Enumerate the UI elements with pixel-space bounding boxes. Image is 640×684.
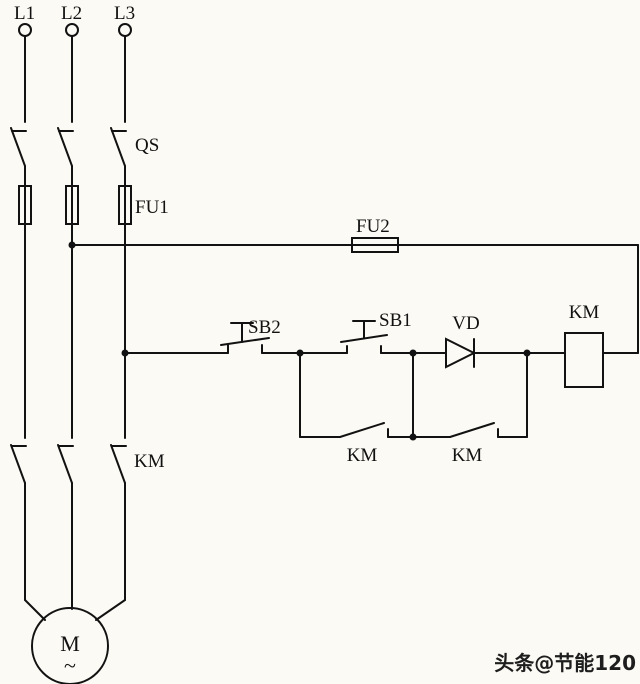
motor: M ~: [31, 607, 109, 684]
holding-branch: [299, 352, 528, 441]
label-qs: QS: [135, 135, 159, 156]
km-main-blade: [57, 444, 73, 484]
label-sb2: SB2: [248, 317, 281, 338]
phase-label-l1: L1: [14, 3, 35, 24]
terminal-l3: [118, 23, 132, 37]
label-sb1: SB1: [379, 310, 412, 331]
phase-l3: [95, 23, 132, 621]
motor-label: M: [60, 631, 80, 656]
label-fu1: FU1: [135, 197, 169, 218]
contact-blade: [339, 422, 385, 438]
contact-blade: [220, 337, 270, 346]
fuse-fu1-pole3: [118, 185, 132, 225]
terminal-l2: [65, 23, 79, 37]
stop-button-sb2: [220, 322, 270, 354]
label-km-aux1: KM: [347, 445, 378, 466]
phase-label-l2: L2: [61, 3, 82, 24]
contactor-coil-km: [564, 332, 604, 388]
motor-wave-symbol: ~: [64, 653, 76, 678]
wire-to-motor: [95, 599, 126, 621]
phase-l1: [10, 23, 46, 621]
labels: L1 L2 L3 QS FU1 FU2 SB2 SB1 VD KM KM KM …: [14, 3, 599, 472]
motor-circle: [31, 607, 109, 684]
km-main-blade: [110, 444, 126, 484]
label-km-aux2: KM: [452, 445, 483, 466]
label-fu2: FU2: [356, 216, 390, 237]
contact-blade: [449, 422, 495, 438]
label-vd: VD: [452, 313, 479, 334]
label-km-main: KM: [134, 451, 165, 472]
diode-triangle: [445, 337, 477, 369]
qs-blade: [57, 127, 73, 167]
label-km-coil: KM: [569, 302, 600, 323]
km-main-blade: [10, 444, 26, 484]
aux-contact-km-2: [449, 422, 499, 438]
terminal-l1: [18, 23, 32, 37]
fuse-fu1-pole2: [65, 185, 79, 225]
wire-to-motor: [24, 599, 46, 621]
phase-label-l3: L3: [114, 3, 135, 24]
phase-l2: [57, 23, 79, 610]
diode-vd: [445, 337, 477, 369]
qs-blade: [10, 127, 26, 167]
aux-contact-km-1: [339, 422, 389, 438]
control-rung: [121, 320, 604, 388]
start-button-sb1: [340, 320, 388, 354]
control-supply-line: [68, 237, 639, 354]
watermark-text: 头条@节能120: [494, 651, 636, 675]
fuse-fu1-pole1: [18, 185, 32, 225]
qs-blade: [110, 127, 126, 167]
